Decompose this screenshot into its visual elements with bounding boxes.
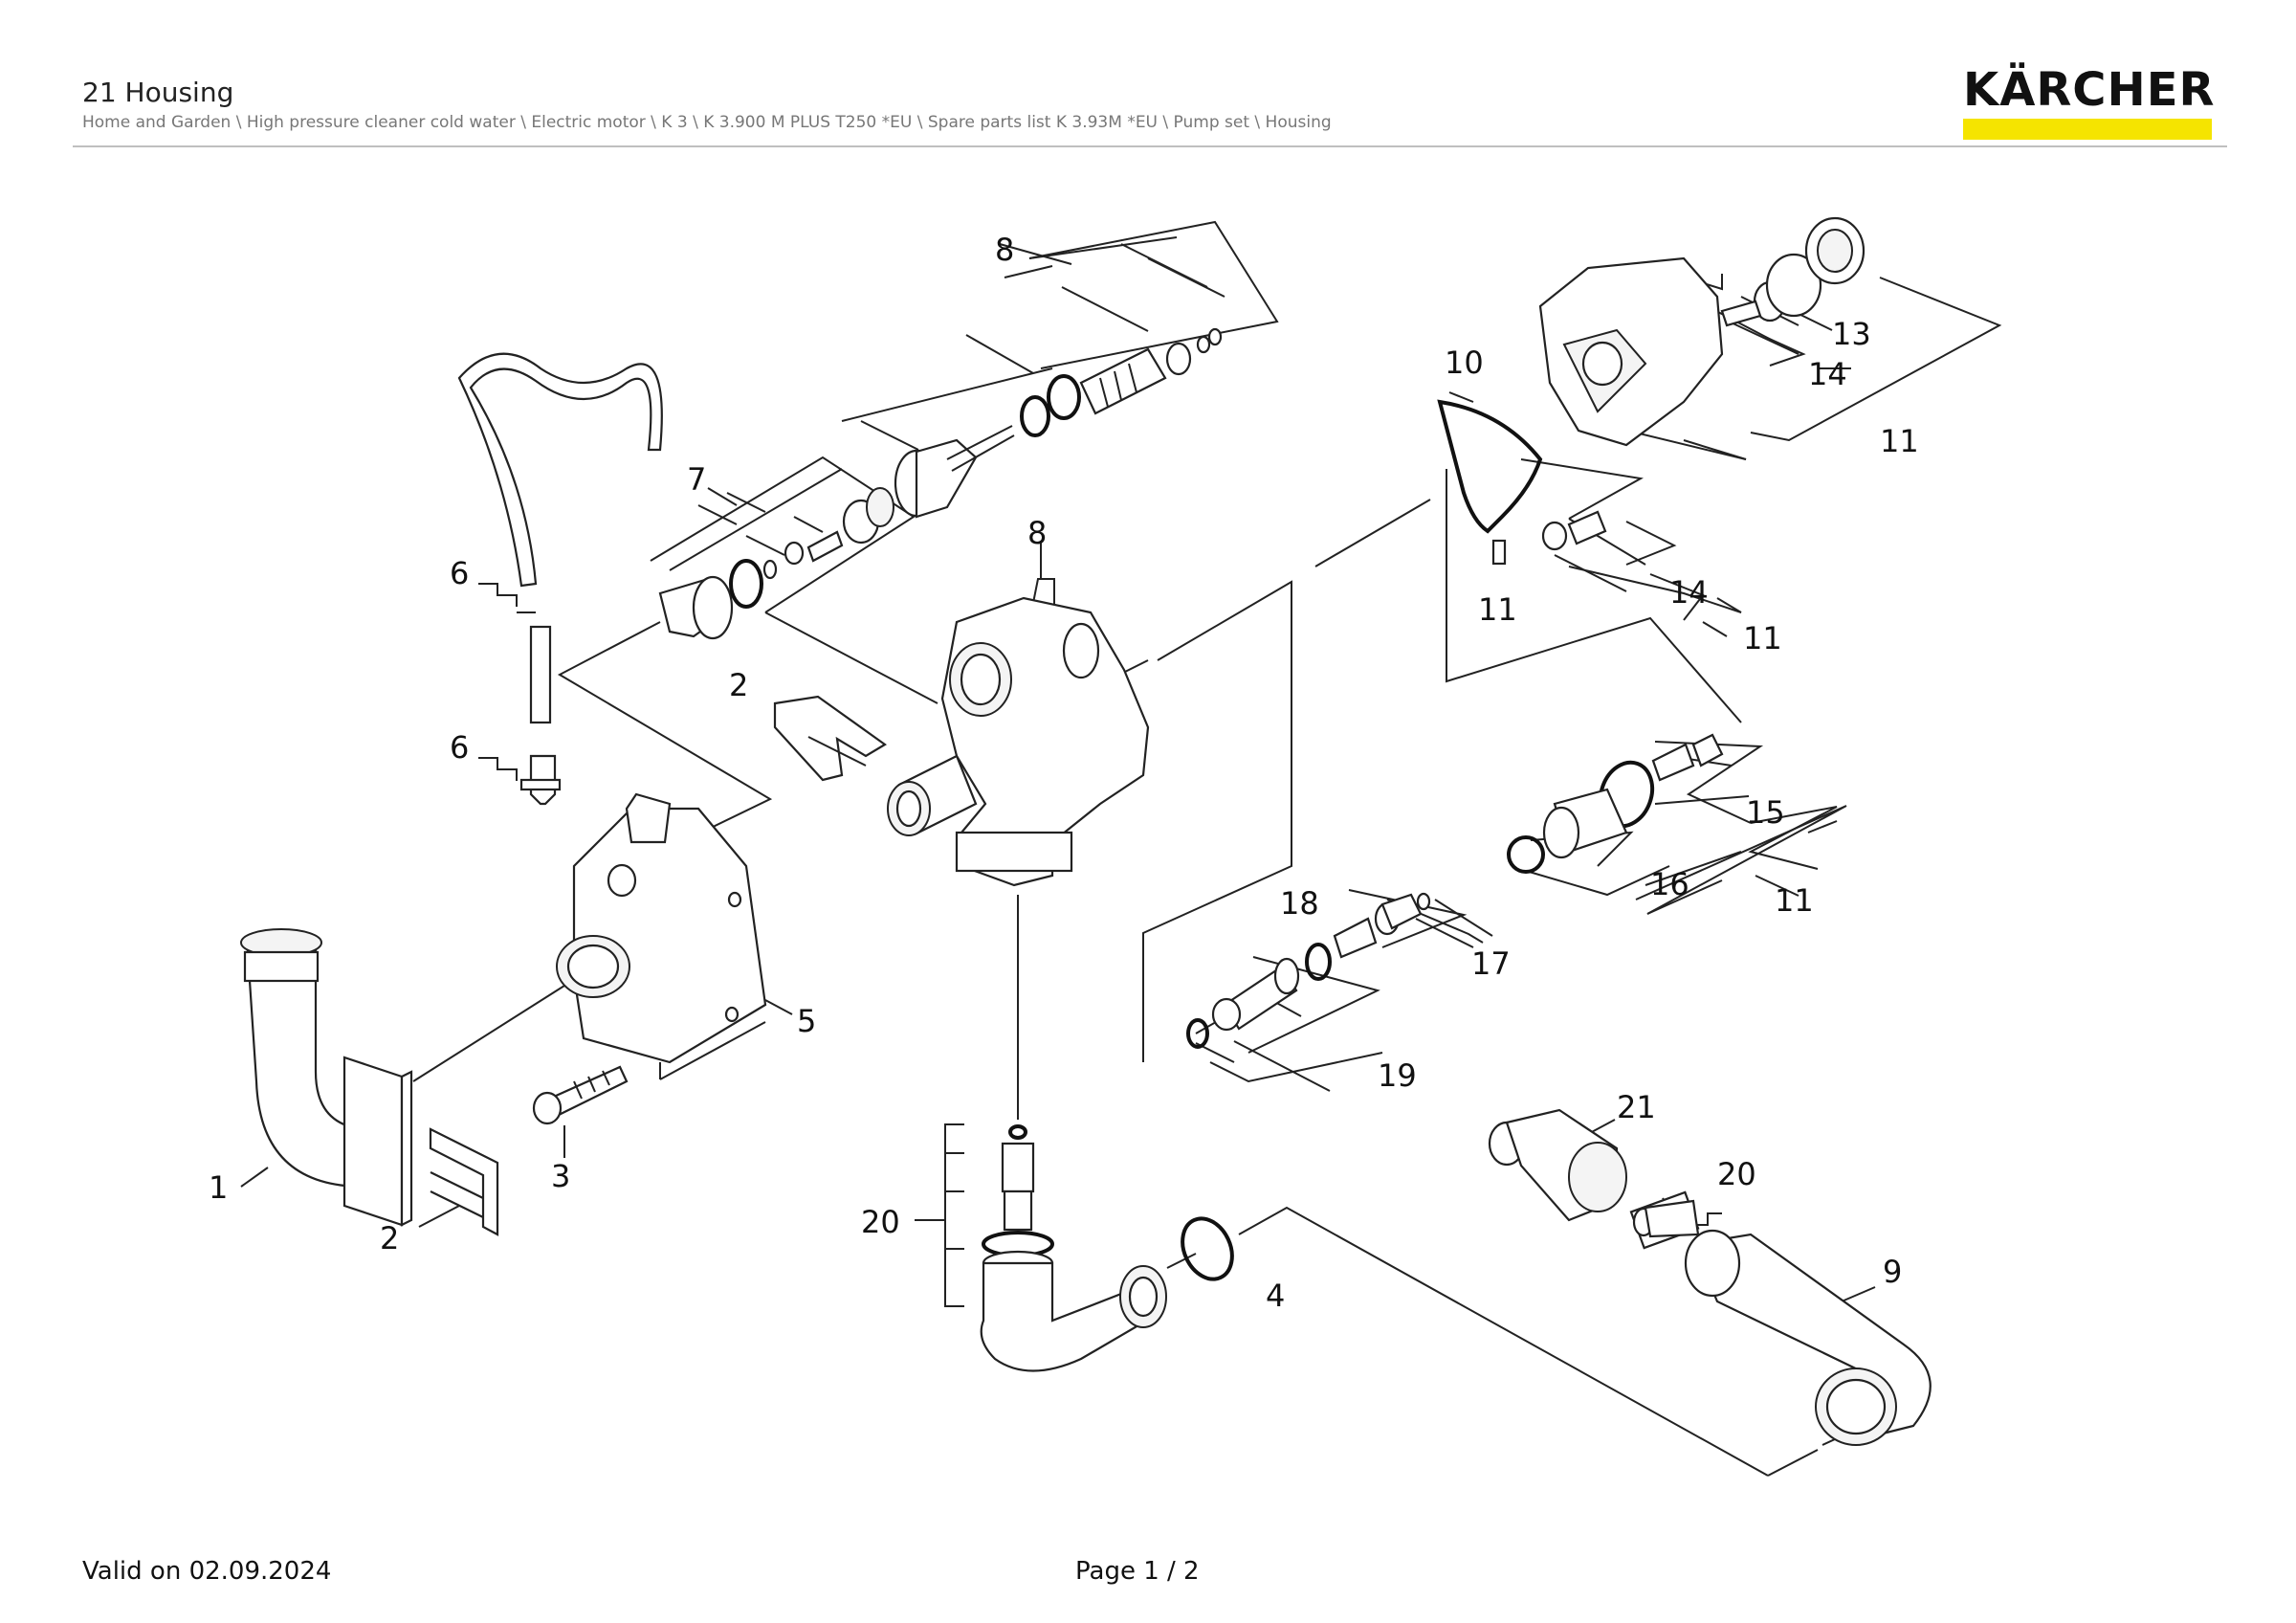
part-4-o-ring: [1181, 1216, 1234, 1281]
part-21-hose-connector: [1488, 1108, 1627, 1222]
callout-18: 18: [1280, 885, 1319, 922]
callout-10: 10: [1445, 345, 1484, 381]
callout-17: 17: [1471, 945, 1511, 982]
part-20-filter: [1632, 1199, 1700, 1238]
part-8-valve-housing: [887, 596, 1150, 887]
part-2-clip-upper: [773, 695, 888, 782]
part-16-valve-insert: [1507, 760, 1655, 874]
callout-11-mid-right: 11: [1743, 620, 1782, 656]
callout-14-top: 14: [1808, 356, 1847, 392]
brand-logo: KÄRCHER: [1963, 63, 2216, 140]
callout-16: 16: [1650, 866, 1689, 902]
callout-3: 3: [551, 1158, 570, 1194]
part-6-hose: [457, 352, 663, 806]
part-11-pump-cover: [1538, 216, 1866, 447]
part-2-clip-lower: [429, 1127, 499, 1236]
callout-11-mid-left: 11: [1478, 591, 1517, 628]
callout-7: 7: [687, 461, 706, 498]
part-3-screw: [532, 1065, 629, 1125]
callout-1: 1: [209, 1169, 228, 1206]
callout-20-right: 20: [1717, 1156, 1756, 1192]
header-divider: [73, 145, 2227, 147]
callout-labels: 1 2 2 3 4 5 6 6 7 8 8 9 10 11 11 11 11 1…: [209, 232, 1919, 1314]
callout-20-left: 20: [861, 1204, 900, 1240]
callout-2-upper: 2: [729, 667, 748, 703]
part-10-triangle-seal: [1437, 399, 1543, 566]
part-8-valve-top: [894, 327, 1223, 519]
callout-6-lower: 6: [450, 729, 469, 766]
part-1-elbow: [240, 928, 413, 1227]
part-15-spring: [1651, 733, 1724, 782]
callout-6-upper: 6: [450, 555, 469, 591]
callout-11-top: 11: [1880, 423, 1919, 459]
part-17-18-19-check-valve: [1186, 892, 1431, 1049]
breadcrumb: Home and Garden \ High pressure cleaner …: [82, 113, 1332, 132]
callout-2-lower: 2: [380, 1220, 399, 1256]
part-5-pump-housing: [556, 792, 767, 1080]
callout-9: 9: [1883, 1254, 1902, 1290]
callout-5: 5: [797, 1003, 816, 1039]
callout-15: 15: [1746, 794, 1785, 831]
logo-accent-bar: [1963, 119, 2212, 140]
callout-13: 13: [1832, 316, 1871, 352]
callout-8-center: 8: [1027, 515, 1047, 551]
callout-14-mid: 14: [1669, 574, 1709, 611]
part-14-spring-upper: [1541, 510, 1607, 551]
page-number: Page 1 / 2: [1075, 1557, 1200, 1586]
callout-21: 21: [1617, 1089, 1656, 1125]
part-20-center-pipe: [980, 1124, 1167, 1372]
part-7-valve-set: [658, 487, 894, 640]
page-title: 21 Housing: [82, 77, 234, 108]
callout-19: 19: [1378, 1057, 1417, 1094]
callout-4: 4: [1266, 1278, 1285, 1314]
validity-date: Valid on 02.09.2024: [82, 1557, 332, 1586]
logo-wordmark: KÄRCHER: [1963, 63, 2216, 117]
callout-11-lower: 11: [1775, 882, 1814, 919]
callout-8-top: 8: [995, 232, 1014, 268]
